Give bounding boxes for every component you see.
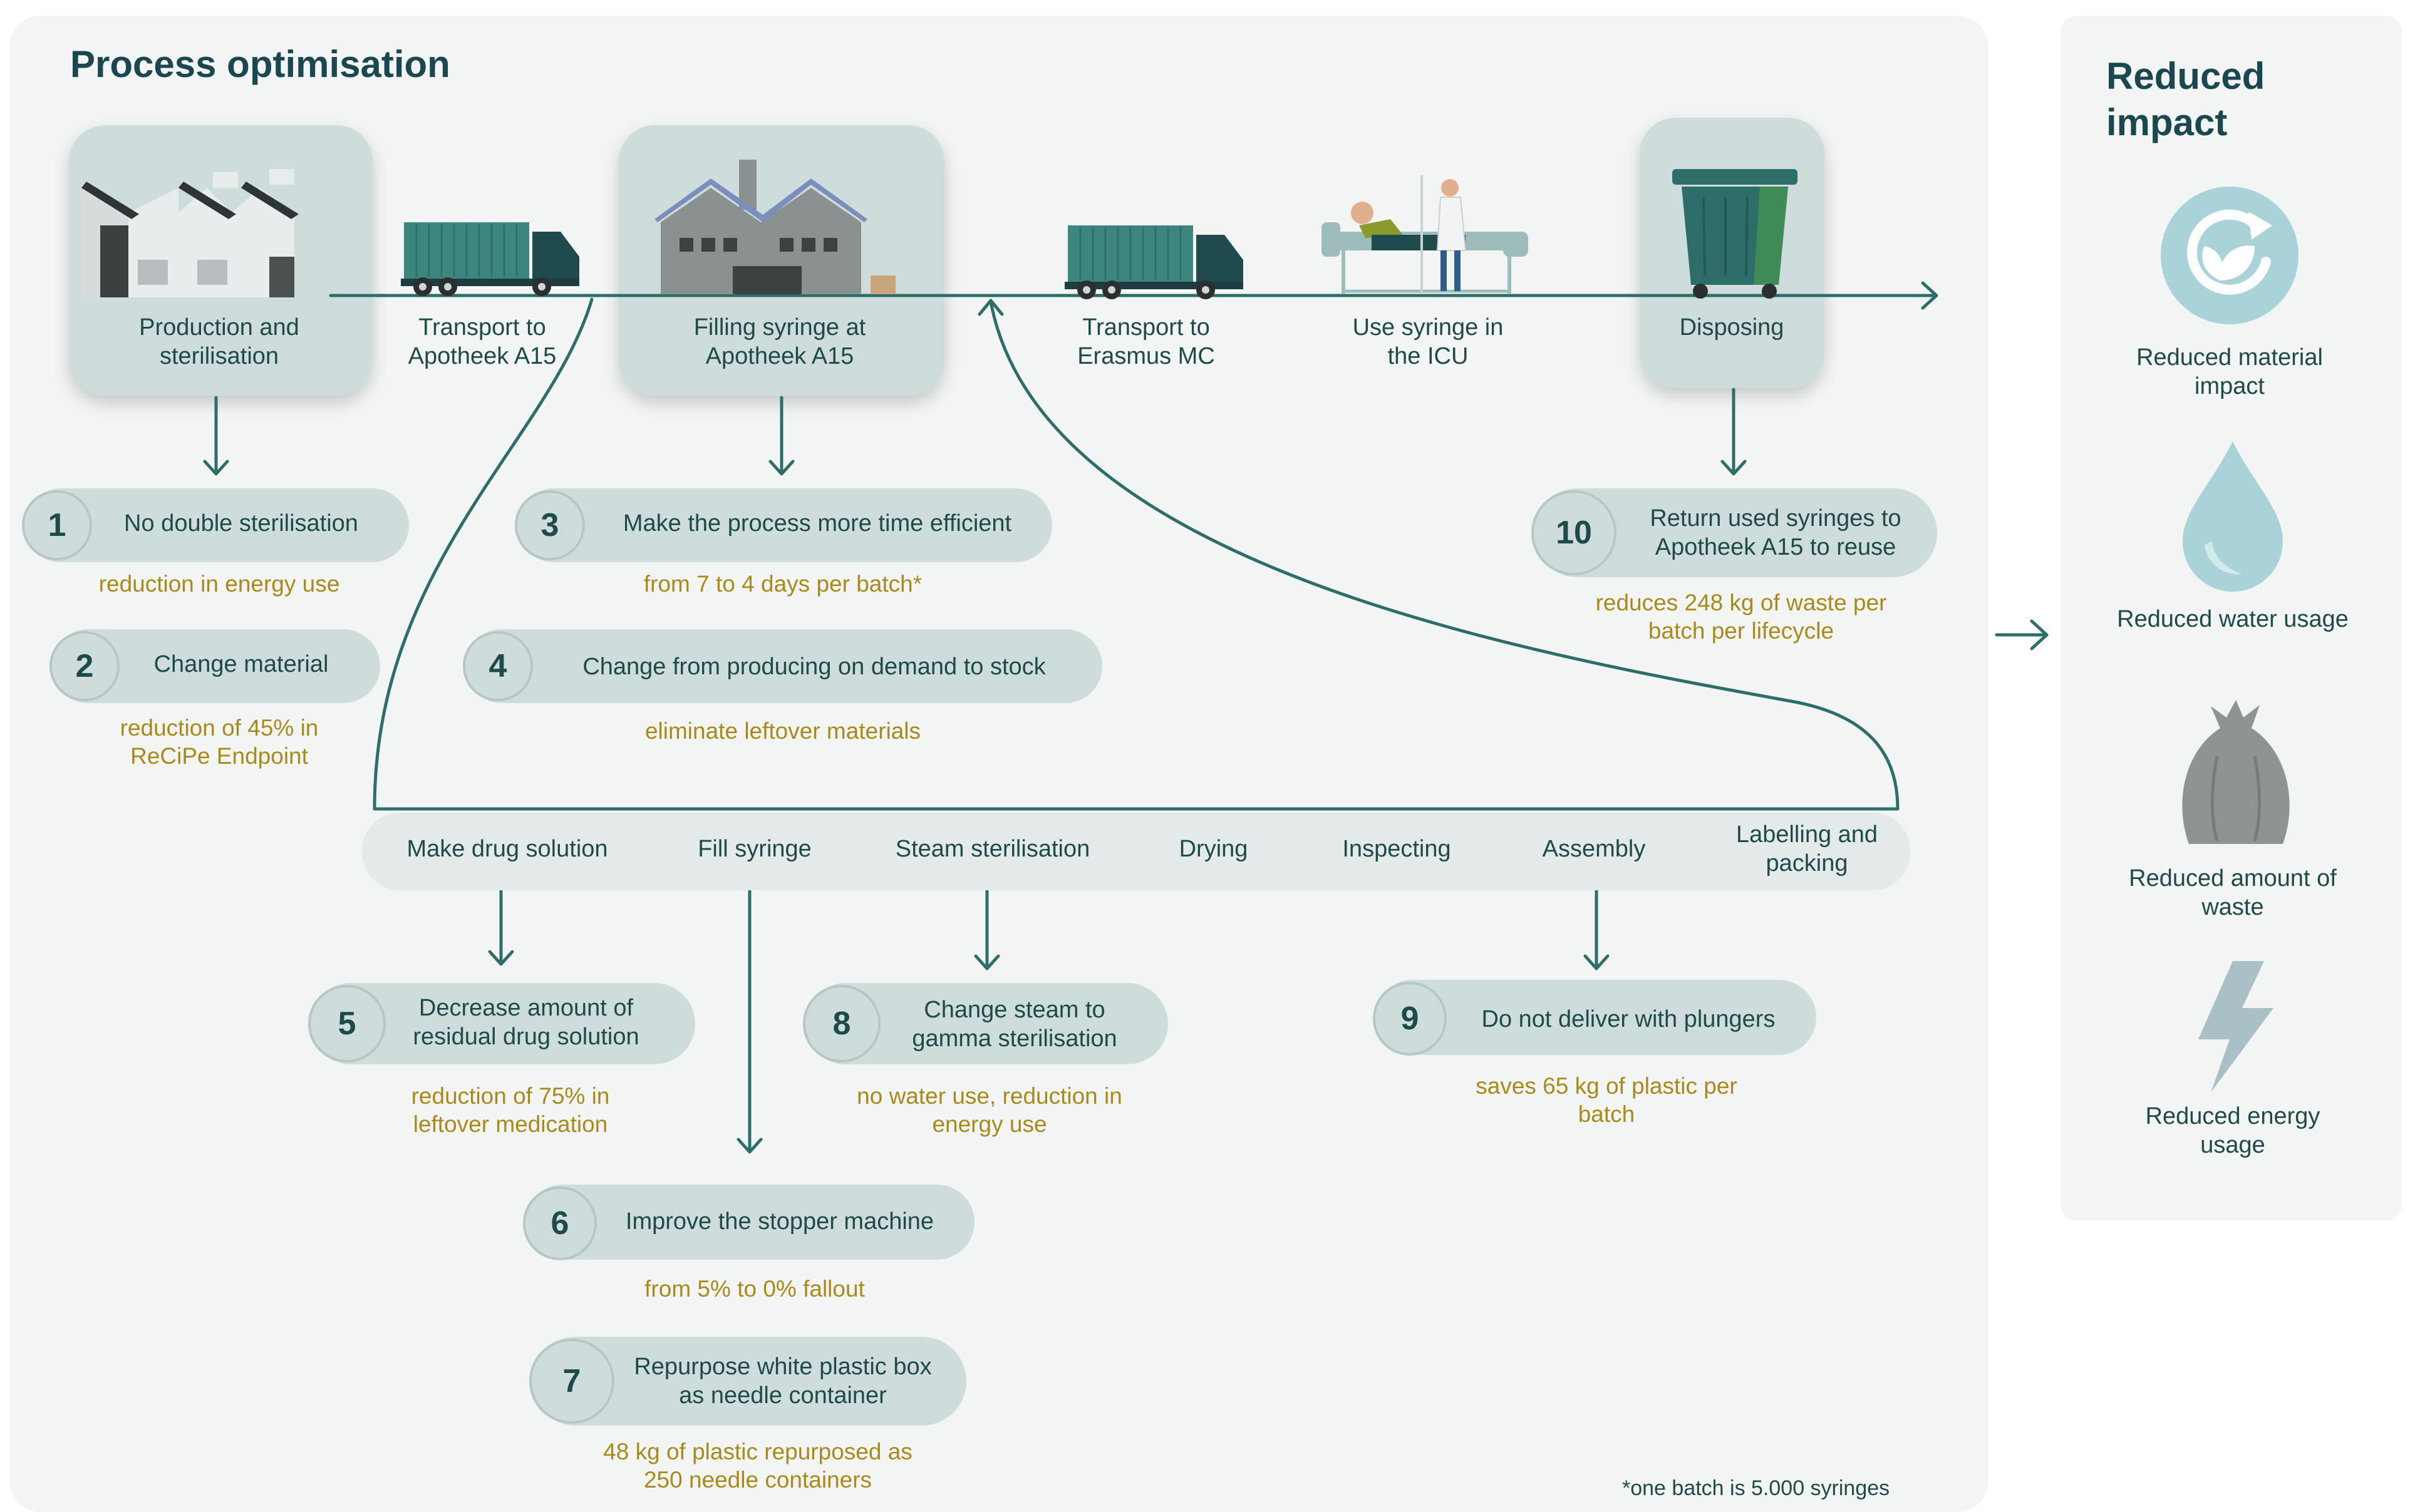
measure-8-text: Change steam to gamma sterilisation	[912, 997, 1117, 1052]
stage-label-use-icu: Use syringe in the ICU	[1352, 314, 1504, 369]
waste-container-icon	[1672, 169, 1797, 299]
impact-title: Reduced impact	[2106, 55, 2265, 143]
trash-bag-icon	[2182, 700, 2290, 844]
step-make-drug-solution: Make drug solution	[406, 836, 608, 862]
measure-8-impact: no water use, reduction in energy use	[857, 1083, 1122, 1137]
measure-8-number: 8	[803, 985, 881, 1062]
measure-7-text: Repurpose white plastic box as needle co…	[634, 1354, 932, 1409]
measure-9-text: Do not deliver with plungers	[1481, 1006, 1776, 1032]
zoom-curve-left	[373, 297, 594, 811]
timeline-arrowhead	[1921, 281, 1938, 310]
measure-2-text: Change material	[153, 651, 329, 677]
measure-10-impact: reduces 248 kg of waste per batch per li…	[1595, 590, 1887, 644]
zoom-curve-right	[989, 300, 1900, 811]
measure-9-impact: saves 65 kg of plastic per batch	[1476, 1073, 1737, 1127]
step-labelling-packing: Labelling and packing	[1735, 821, 1878, 877]
page-title: Process optimisation	[70, 43, 450, 85]
stage-label-disposing: Disposing	[1679, 314, 1784, 341]
stage-label-transport-a15: Transport to Apotheek A15	[408, 314, 557, 369]
impact-label-waste: Reduced amount of waste	[2129, 865, 2337, 920]
step-assembly: Assembly	[1542, 836, 1646, 862]
measure-2-number: 2	[49, 631, 120, 701]
measure-1-impact: reduction in energy use	[98, 571, 340, 597]
measure-4-impact: eliminate leftover materials	[644, 718, 921, 744]
stage-label-production: Production and sterilisation	[139, 314, 299, 369]
measure-1-number: 1	[22, 490, 92, 560]
step-steam-sterilisation: Steam sterilisation	[895, 836, 1090, 862]
step-drying: Drying	[1179, 836, 1248, 862]
filling-steps-bar	[362, 813, 1910, 890]
measure-3-text: Make the process more time efficient	[623, 510, 1012, 537]
measure-4-card	[465, 629, 1102, 703]
measure-6-card	[525, 1185, 975, 1260]
measure-10-number: 10	[1531, 490, 1616, 575]
measure-5-impact: reduction of 75% in leftover medication	[411, 1083, 610, 1137]
measure-4-text: Change from producing on demand to stock	[582, 654, 1046, 680]
step-fill-syringe: Fill syringe	[698, 836, 812, 862]
impact-label-energy: Reduced energy usage	[2145, 1103, 2320, 1158]
measure-9-number: 9	[1373, 982, 1447, 1056]
step-inspecting: Inspecting	[1342, 836, 1451, 862]
stage-label-transport-erasmus: Transport to Erasmus MC	[1077, 314, 1215, 369]
footnote: *one batch is 5.000 syringes	[1622, 1476, 1890, 1500]
water-drop-icon	[2183, 441, 2283, 592]
measure-6-number: 6	[523, 1186, 597, 1260]
recycle-leaf-icon	[2161, 187, 2298, 324]
measure-10-text: Return used syringes to Apotheek A15 to …	[1650, 505, 1901, 560]
lightning-icon	[2198, 961, 2273, 1093]
measure-5-text: Decrease amount of residual drug solutio…	[413, 995, 639, 1050]
impact-label-material: Reduced material impact	[2136, 344, 2323, 399]
measure-3-number: 3	[515, 490, 585, 560]
measure-3-impact: from 7 to 4 days per batch*	[643, 571, 923, 597]
stage-label-filling: Filling syringe at Apotheek A15	[693, 314, 866, 369]
measure-6-text: Improve the stopper machine	[625, 1208, 934, 1235]
measure-2-impact: reduction of 45% in ReCiPe Endpoint	[120, 715, 319, 769]
measure-4-number: 4	[463, 631, 533, 701]
measure-7-number: 7	[529, 1339, 614, 1424]
truck-icon	[1065, 225, 1243, 299]
measure-1-text: No double sterilisation	[124, 510, 358, 537]
hospital-bed-icon	[1321, 175, 1528, 294]
impact-label-water: Reduced water usage	[2117, 606, 2349, 632]
measure-5-number: 5	[308, 985, 386, 1062]
measure-9-card	[1375, 980, 1816, 1055]
measure-6-impact: from 5% to 0% fallout	[644, 1276, 865, 1302]
truck-icon	[401, 222, 579, 296]
measure-3-card	[517, 488, 1052, 562]
pharmacy-building-icon	[654, 160, 896, 294]
factory-icon	[81, 169, 299, 297]
measure-7-impact: 48 kg of plastic repurposed as 250 needl…	[603, 1439, 913, 1493]
